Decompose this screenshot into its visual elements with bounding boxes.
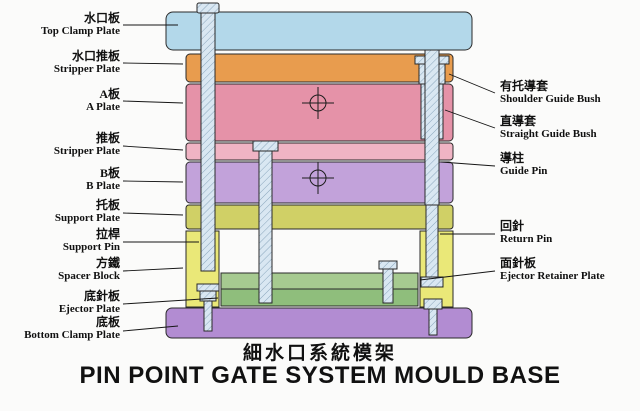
bottom-clamp-plate-shape	[165, 307, 473, 339]
a-plate-shape	[185, 83, 454, 142]
support-pin-shaft	[200, 12, 216, 272]
ejector-bolt-head	[378, 260, 398, 270]
ejector-bolt-shaft	[382, 268, 394, 304]
right-bolt-shaft	[428, 308, 438, 336]
crosshair-symbols	[302, 87, 334, 194]
support-pin-washer	[196, 283, 220, 292]
b-plate-shape	[185, 161, 454, 204]
leader-lines	[122, 24, 496, 332]
right-bolt-head	[423, 298, 443, 310]
diagram-title-en: PIN POINT GATE SYSTEM MOULD BASE	[79, 362, 561, 389]
center-pin-flange	[252, 140, 279, 152]
stripper-plate-shape	[185, 142, 454, 161]
support-plate-shape	[185, 204, 454, 230]
top-clamp-plate-shape	[165, 11, 473, 51]
guide-pin-shaft	[424, 49, 440, 206]
return-pin-shaft	[425, 204, 439, 278]
return-pin-head	[420, 276, 444, 288]
left-bolt-head	[199, 290, 217, 302]
diagram-title-zh: 細水口系統模架	[242, 343, 397, 364]
upper-stripper-plate-shape	[185, 53, 454, 83]
center-pin-shaft	[258, 150, 273, 304]
left-bolt-shaft	[203, 300, 213, 332]
support-pin-cap	[196, 2, 220, 14]
